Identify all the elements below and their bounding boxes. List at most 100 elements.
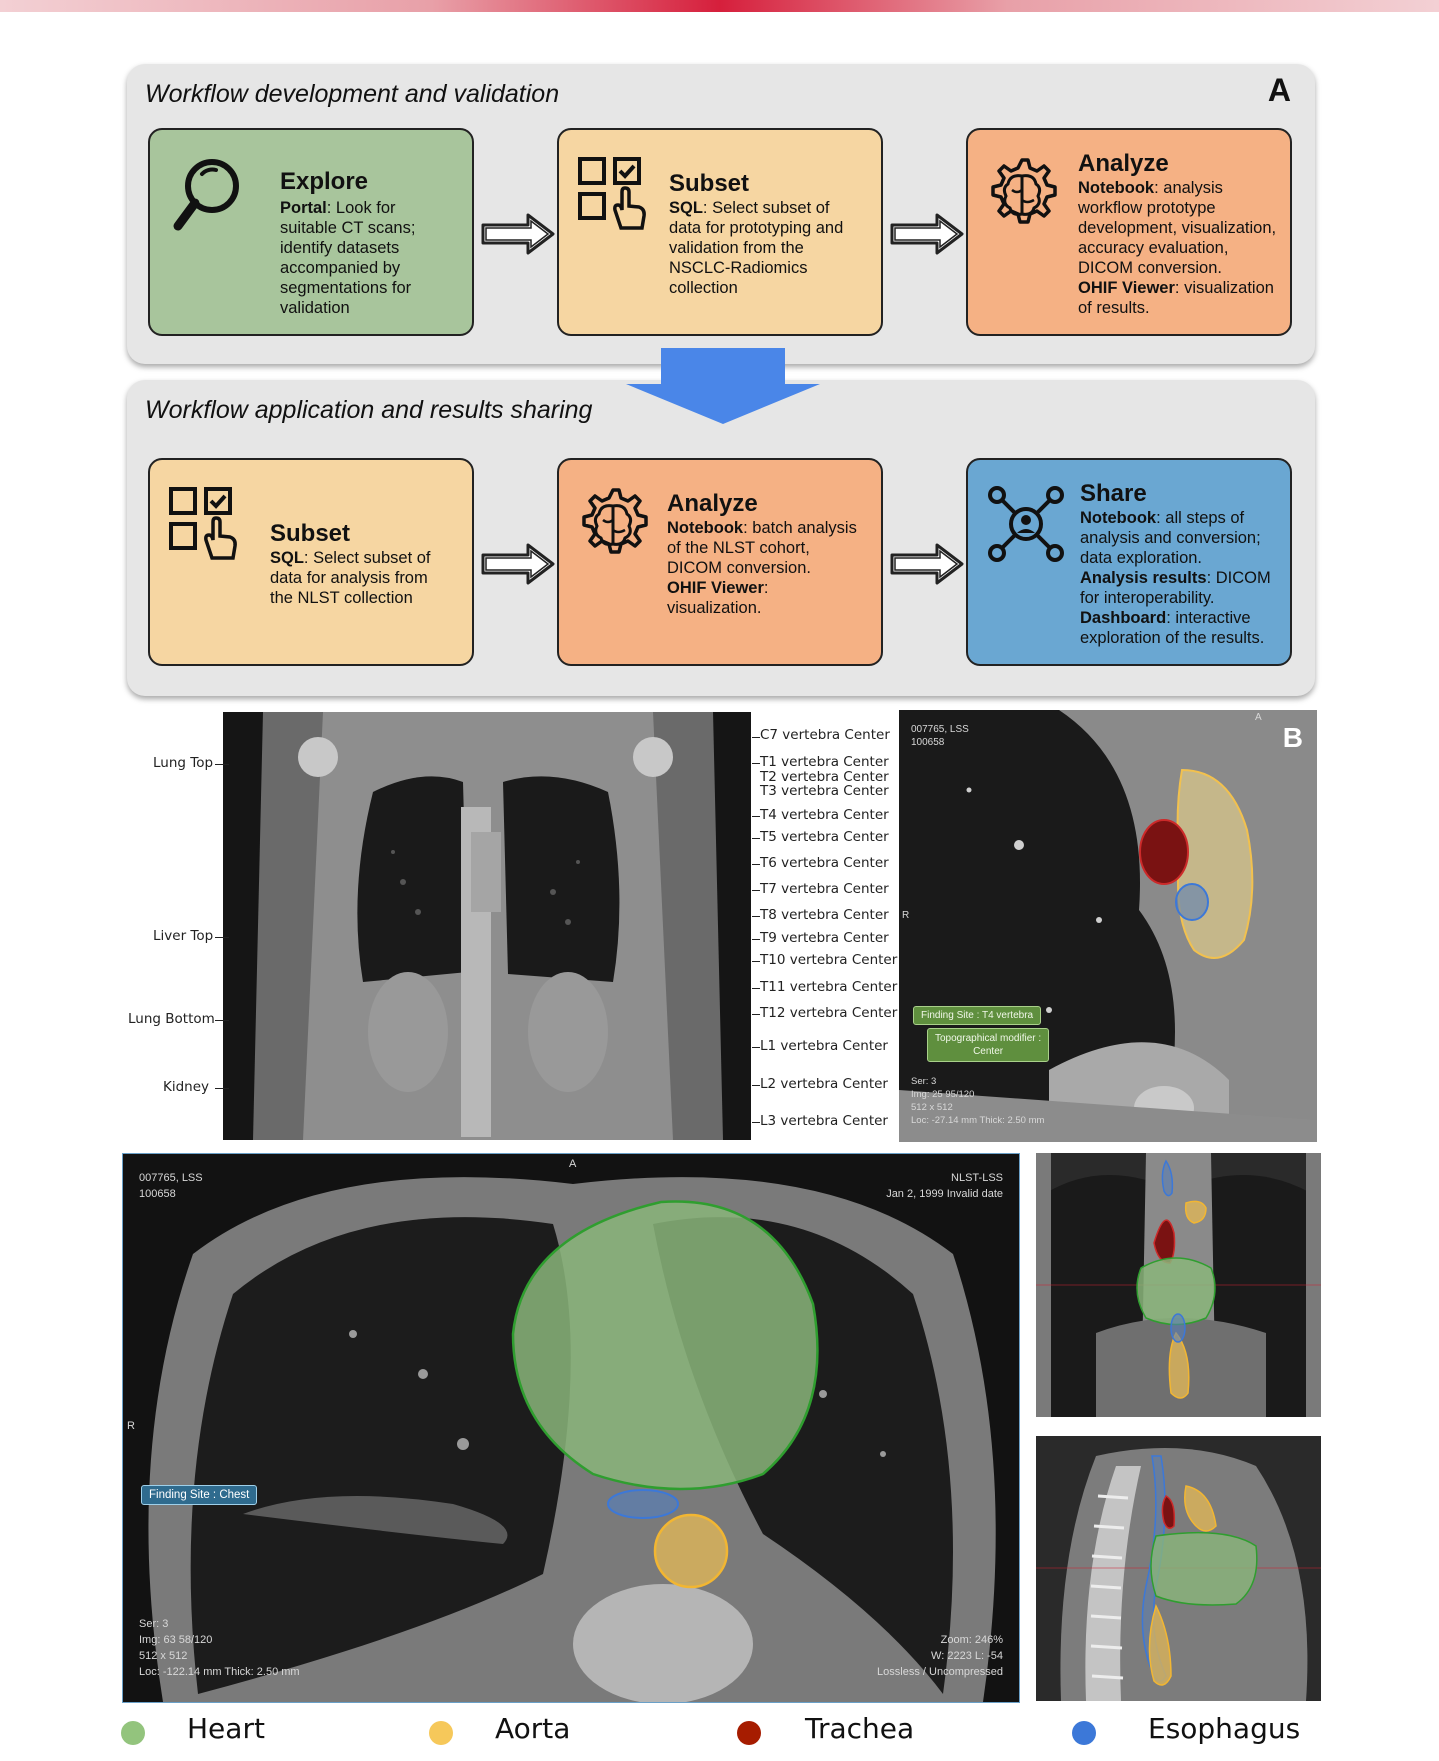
vertebra-label: L3 vertebra Center [760, 1113, 888, 1129]
brain-gear-icon [991, 158, 1057, 224]
modifier-value: Center [973, 1046, 1004, 1057]
flow-arrow-icon [481, 213, 555, 255]
card-line: data exploration. [1080, 549, 1203, 567]
series-info: Ser: 3 [139, 1618, 169, 1630]
card-line: data for prototyping and [669, 219, 844, 237]
card-line: Notebook: analysis [1078, 179, 1223, 197]
vertebra-label: T5 vertebra Center [760, 829, 889, 845]
flow-arrow-icon [890, 543, 964, 585]
card-line: accuracy evaluation, [1078, 239, 1229, 257]
vertebra-tick [752, 763, 760, 764]
vertebra-tick [752, 838, 760, 839]
card-line-keyword: OHIF Viewer [667, 579, 764, 597]
card-line-keyword: Dashboard [1080, 609, 1167, 627]
card-line: Notebook: batch analysis [667, 519, 857, 537]
vertebra-tick [752, 1047, 760, 1048]
card-line: identify datasets [280, 239, 400, 257]
card-line: for interoperability. [1080, 589, 1215, 607]
card-line-keyword: SQL [669, 199, 703, 217]
card-line: OHIF Viewer: visualization [1078, 279, 1274, 297]
vertebra-label: T1 vertebra Center [760, 754, 889, 770]
landmark-label: Kidney [163, 1079, 210, 1095]
vertebra-label: T9 vertebra Center [760, 930, 889, 946]
vertebra-label: T2 vertebra Center [760, 769, 889, 785]
vertebra-label: L1 vertebra Center [760, 1038, 888, 1054]
trachea-legend-label: Trachea [805, 1712, 915, 1745]
card-line: Notebook: all steps of [1080, 509, 1245, 527]
card-body: SQL: Select subset of data for prototypin… [669, 198, 843, 298]
card-line-keyword: Notebook [1080, 509, 1157, 527]
aorta-legend-dot [429, 1721, 453, 1745]
vertebra-label: T10 vertebra Center [760, 952, 898, 968]
vertebra-tick [752, 816, 760, 817]
zoom-info: Zoom: 246% [940, 1634, 1003, 1646]
vertebra-tick [752, 1122, 760, 1123]
card-line: development, visualization, [1078, 219, 1277, 237]
card-line: Dashboard: interactive [1080, 609, 1251, 627]
card-line: DICOM conversion. [1078, 259, 1222, 277]
card-line-keyword: Analysis results [1080, 569, 1207, 587]
vertebra-label: L2 vertebra Center [760, 1076, 888, 1092]
landmark-tick [215, 764, 229, 765]
card-line: accompanied by [280, 259, 401, 277]
card-line: OHIF Viewer: [667, 579, 769, 597]
axial-ct-image-t4: B 007765, LSS 100658 A R Finding Site : … [899, 710, 1317, 1142]
card-body: Portal: Look for suitable CT scans; identi… [280, 198, 415, 318]
esophagus-legend-label: Esophagus [1148, 1712, 1301, 1745]
card-title: Analyze [667, 490, 758, 517]
card-body: Notebook: analysis workflow prototype deve… [1078, 178, 1276, 318]
panel-title: Workflow development and validation [145, 80, 560, 108]
flow-arrow-icon [481, 543, 555, 585]
landmark-tick [215, 937, 229, 938]
trachea-legend-dot [737, 1721, 761, 1745]
study-name: NLST-LSS [951, 1172, 1003, 1184]
card-line: suitable CT scans; [280, 219, 416, 237]
vertebra-tick [752, 939, 760, 940]
analyze-card: Analyze Notebook: batch analysis of the N… [557, 458, 883, 666]
card-body: Notebook: all steps of analysis and conve… [1080, 508, 1271, 648]
location-info: Loc: -122.14 mm Thick: 2.50 mm [139, 1666, 300, 1678]
card-line: Portal: Look for [280, 199, 396, 217]
landmark-label: Lung Top [153, 755, 214, 771]
compression-info: Lossless / Uncompressed [877, 1666, 1003, 1678]
card-line: Analysis results: DICOM [1080, 569, 1271, 587]
magnifier-icon [173, 159, 239, 231]
series-info: Ser: 3 [911, 1076, 937, 1087]
card-line: SQL: Select subset of [270, 549, 431, 567]
card-line: analysis and conversion; [1080, 529, 1261, 547]
orientation-top: A [1255, 712, 1262, 723]
panel-title: Workflow application and results sharing [145, 396, 593, 424]
vertebra-tick [752, 988, 760, 989]
card-line-keyword: Notebook [1078, 179, 1155, 197]
finding-site-tag[interactable]: Finding Site : Chest [141, 1485, 258, 1505]
card-line: SQL: Select subset of [669, 199, 830, 217]
network-share-icon [988, 486, 1064, 562]
vertebra-tick [752, 890, 760, 891]
vertebra-tick [752, 1085, 760, 1086]
card-line-keyword: Portal [280, 199, 327, 217]
modifier-tag[interactable]: Topographical modifier : Center [927, 1028, 1050, 1062]
landmark-tick [215, 1020, 229, 1021]
card-line: validation [280, 299, 350, 317]
card-body: Notebook: batch analysis of the NLST coho… [667, 518, 857, 618]
card-line: the NLST collection [270, 589, 413, 607]
matrix-info: 512 x 512 [139, 1650, 188, 1662]
brain-gear-icon [582, 488, 648, 554]
card-line: of the NLST cohort, [667, 539, 810, 557]
card-line-keyword: OHIF Viewer [1078, 279, 1175, 297]
card-line: exploration of the results. [1080, 629, 1265, 647]
coronal-ct-image [223, 712, 751, 1140]
aorta-legend-label: Aorta [495, 1712, 571, 1745]
finding-site-tag[interactable]: Finding Site : T4 vertebra [913, 1006, 1042, 1025]
modifier-label: Topographical modifier : [935, 1033, 1042, 1044]
orientation-left: R [902, 910, 910, 921]
vertebra-tick [752, 737, 760, 738]
image-info: Img: 63 58/120 [139, 1634, 213, 1646]
card-line: NSCLC-Radiomics [669, 259, 808, 277]
card-line: validation from the [669, 239, 804, 257]
card-line: workflow prototype [1078, 199, 1216, 217]
